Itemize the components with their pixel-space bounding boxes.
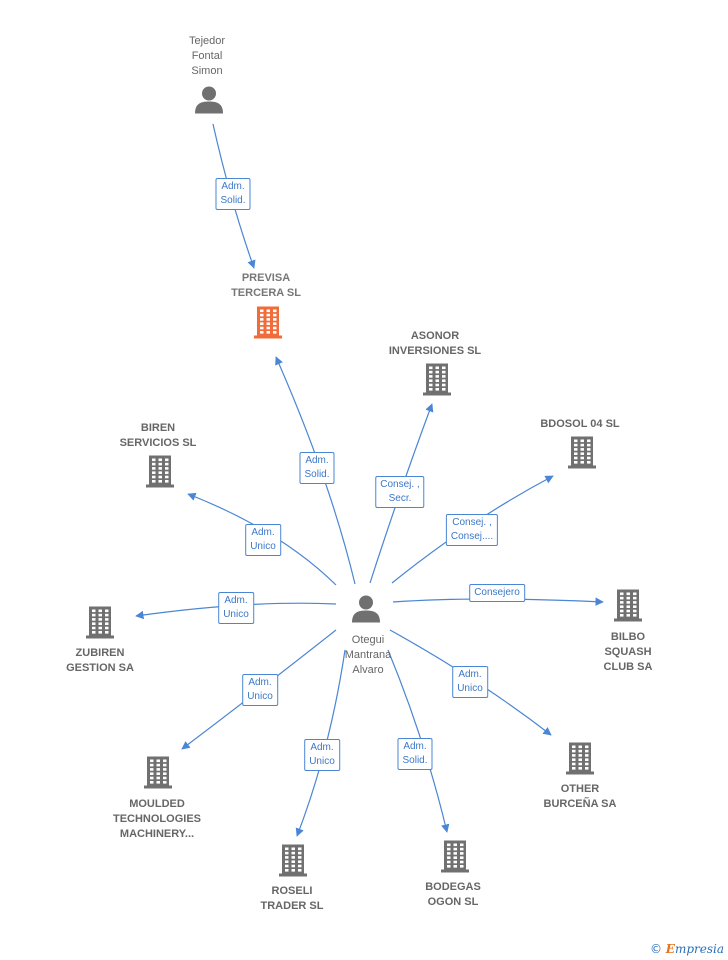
building-icon-biren[interactable] [145,454,175,493]
edge-label-otegui-bdosol[interactable]: Consej. , Consej.... [445,514,499,546]
node-label-biren[interactable]: BIREN SERVICIOS SL [119,422,197,449]
node-label-roseli[interactable]: ROSELI TRADER SL [260,885,324,912]
edge-label-otegui-roseli[interactable]: Adm. Unico [304,739,340,771]
node-label-moulded[interactable]: MOULDED TECHNOLOGIES MACHINERY... [112,798,202,840]
edge-label-otegui-bilbo[interactable]: Consejero [469,584,525,602]
building-icon-bdosol[interactable] [567,435,597,474]
building-icon-zubiren[interactable] [85,605,115,644]
node-label-previsa[interactable]: PREVISA TERCERA SL [231,272,301,299]
brand-footer: © Empresia [650,942,724,956]
node-label-tejedor[interactable]: Tejedor Fontal Simon [188,35,226,77]
edge-label-otegui-biren[interactable]: Adm. Unico [245,524,281,556]
edge-label-otegui-bodegas[interactable]: Adm. Solid. [397,738,433,770]
person-icon-otegui[interactable] [351,595,381,628]
building-icon-other[interactable] [565,741,595,780]
brand-initial: E [665,942,675,956]
node-label-bdosol[interactable]: BDOSOL 04 SL [540,418,620,430]
edge-label-otegui-previsa[interactable]: Adm. Solid. [299,452,335,484]
edge-label-otegui-asonor[interactable]: Consej. , Secr. [375,476,425,508]
building-icon-bodegas[interactable] [440,839,470,878]
edge-label-otegui-moulded[interactable]: Adm. Unico [242,674,278,706]
node-label-zubiren[interactable]: ZUBIREN GESTION SA [66,647,134,674]
node-label-other[interactable]: OTHER BURCEÑA SA [543,783,617,810]
node-label-asonor[interactable]: ASONOR INVERSIONES SL [388,330,482,357]
edge-label-otegui-other[interactable]: Adm. Unico [452,666,488,698]
building-icon-bilbo[interactable] [613,588,643,627]
node-label-bodegas[interactable]: BODEGAS OGON SL [425,881,481,908]
building-icon-previsa[interactable] [253,305,283,344]
node-label-otegui[interactable]: Otegui Mantrana Alvaro [344,634,392,676]
building-icon-moulded[interactable] [143,755,173,794]
edge-label-otegui-zubiren[interactable]: Adm. Unico [218,592,254,624]
person-icon-tejedor[interactable] [194,86,224,119]
building-icon-asonor[interactable] [422,362,452,401]
brand-name: mpresia [674,942,724,956]
building-icon-roseli[interactable] [278,843,308,882]
copyright-icon: © [649,942,662,956]
edge-label-tejedor-previsa[interactable]: Adm. Solid. [215,178,251,210]
node-label-bilbo[interactable]: BILBO SQUASH CLUB SA [603,631,653,673]
